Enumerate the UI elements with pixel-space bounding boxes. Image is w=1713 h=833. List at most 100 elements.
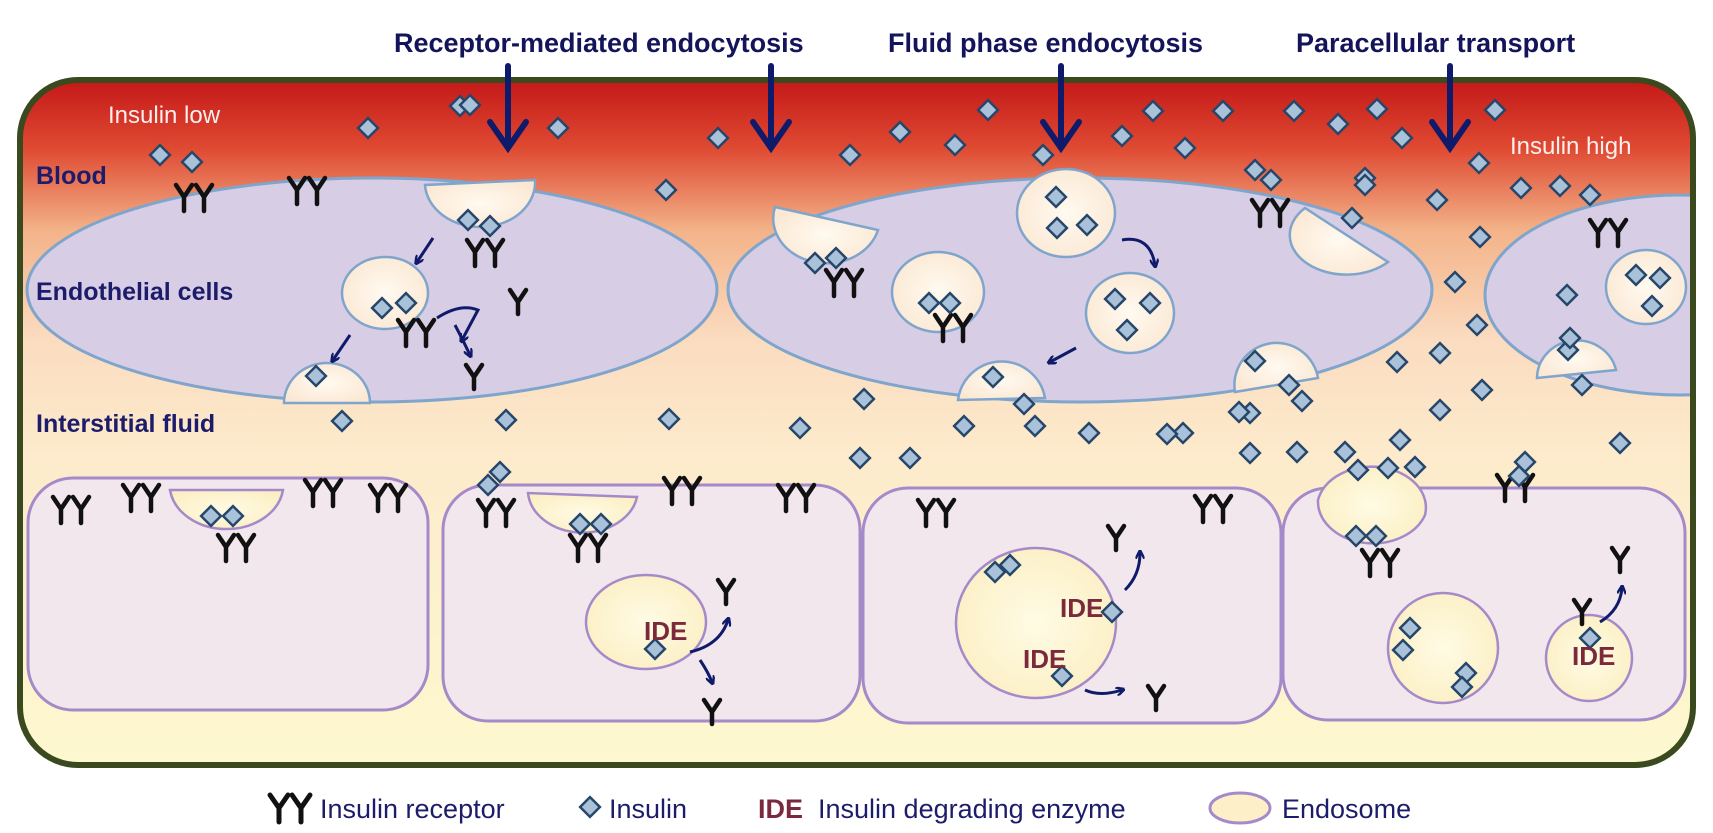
insulin-molecule [1346, 458, 1370, 482]
insulin-molecule [356, 116, 380, 140]
insulin-layer [148, 93, 1672, 699]
ide-label: IDE [644, 616, 687, 646]
insulin-molecule [1282, 99, 1306, 123]
insulin-receptor [286, 175, 328, 207]
insulin-molecule [1012, 392, 1036, 416]
insulin-molecule [657, 407, 681, 431]
legend-ide-text: Insulin degrading enzyme [818, 794, 1126, 824]
insulin-molecule [1238, 441, 1262, 465]
insulin-molecule [1513, 450, 1537, 474]
insulin-molecule [221, 504, 245, 528]
arrow [453, 324, 470, 355]
free-receptor [1571, 597, 1593, 627]
insulin-molecule [1624, 263, 1648, 287]
insulin-receptor [661, 475, 703, 507]
free-receptor [1105, 523, 1127, 553]
interstitial-fluid-label: Interstitial fluid [36, 410, 215, 438]
insulin-receptor [302, 477, 344, 509]
insulin-molecule [1640, 294, 1664, 318]
insulin-molecule [998, 553, 1022, 577]
endothelial-cells-label: Endothelial cells [36, 278, 233, 306]
insulin-molecule [852, 387, 876, 411]
insulin-molecule [1376, 456, 1400, 480]
free-receptor [463, 362, 485, 392]
insulin-molecule [1115, 318, 1139, 342]
insulin-molecule [1045, 216, 1069, 240]
insulin-receptor [173, 182, 215, 214]
free-receptor [1145, 683, 1167, 713]
route-fluid-phase-label: Fluid phase endocytosis [888, 28, 1203, 58]
basolateral-pit [956, 360, 1047, 402]
insulin-molecule [983, 560, 1007, 584]
insulin-receptor [367, 482, 409, 514]
insulin-molecule [1467, 151, 1491, 175]
insulin-molecule [478, 214, 502, 238]
insulin-receptor [823, 267, 865, 299]
arrow [1050, 346, 1077, 362]
receptor-layer [50, 175, 1631, 727]
insulin-molecule [458, 93, 482, 117]
arrow [698, 659, 712, 682]
insulin-molecule [1443, 270, 1467, 294]
insulin-molecule [1277, 373, 1301, 397]
insulin-receptor [1249, 197, 1291, 229]
insulin-molecule [1023, 414, 1047, 438]
insulin-molecule [1509, 176, 1533, 200]
arrow [333, 334, 352, 360]
endosome [584, 573, 708, 671]
insulin-molecule [943, 133, 967, 157]
legend-receptor-icon [267, 792, 313, 825]
insulin-molecule [976, 98, 1000, 122]
insulin-molecule [1483, 98, 1507, 122]
insulin-molecule [1211, 99, 1235, 123]
insulin-molecule [568, 512, 592, 536]
insulin-molecule [488, 460, 512, 484]
insulin-molecule [589, 512, 613, 536]
insulin-molecule [1364, 524, 1388, 548]
free-receptor [715, 577, 737, 607]
insulin-molecule [1155, 422, 1179, 446]
vesicle [1015, 167, 1117, 259]
insulin-molecule [1077, 421, 1101, 445]
free-receptor [1609, 545, 1631, 575]
insulin-molecule [981, 365, 1005, 389]
insulin-molecule [330, 409, 354, 433]
arrow [1121, 237, 1155, 265]
basolateral-pit [282, 361, 372, 405]
insulin-molecule [654, 178, 678, 202]
insulin-molecule [1608, 431, 1632, 455]
vesicle [1084, 271, 1176, 355]
insulin-molecule [1578, 183, 1602, 207]
ide-label: IDE [1572, 641, 1615, 671]
insulin-molecule [1138, 291, 1162, 315]
insulin-molecule [1050, 664, 1074, 688]
insulin-molecule [1578, 626, 1602, 650]
arrow [1599, 588, 1622, 624]
insulin-molecule [1171, 421, 1195, 445]
insulin-molecule [370, 296, 394, 320]
free-receptor [507, 287, 529, 317]
route-arrows [487, 63, 1471, 154]
insulin-molecule [394, 291, 418, 315]
insulin-molecule [824, 246, 848, 270]
legend-insulin-icon [578, 795, 602, 819]
insulin-molecule [1428, 398, 1452, 422]
insulin-molecule [1391, 638, 1415, 662]
endosome [954, 546, 1118, 700]
endocytic-pit [168, 488, 285, 531]
insulin-molecule [1031, 143, 1055, 167]
insulin-molecule [1227, 400, 1251, 424]
legend-receptor-text: Insulin receptor [320, 794, 505, 824]
insulin-molecule [1468, 225, 1492, 249]
insulin-molecule [1141, 99, 1165, 123]
insulin-receptor [215, 532, 257, 564]
legend: Insulin receptor Insulin IDE Insulin deg… [267, 791, 1411, 825]
insulin-molecule [1075, 213, 1099, 237]
insulin-molecule [1390, 126, 1414, 150]
insulin-molecule [803, 251, 827, 275]
insulin-receptor [475, 497, 517, 529]
insulin-low-label: Insulin low [108, 102, 221, 129]
insulin-molecule [938, 291, 962, 315]
insulin-receptor [775, 482, 817, 514]
insulin-molecule [1344, 524, 1368, 548]
